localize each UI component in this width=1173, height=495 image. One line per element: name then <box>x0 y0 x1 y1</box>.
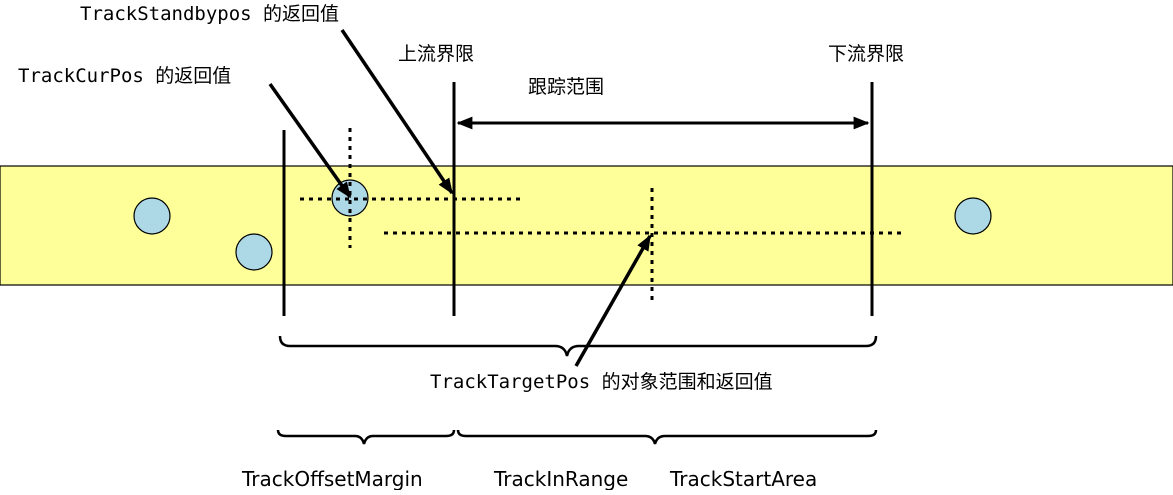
in-range-label: TrackInRange <box>493 467 628 490</box>
workpiece-object <box>133 197 171 235</box>
target-label: TrackTargetPos 的对象范围和返回值 <box>430 371 773 393</box>
tracking-range-label: 跟踪范围 <box>528 76 604 98</box>
target-arrow-icon <box>574 234 652 367</box>
current-pos-arrow-icon <box>268 82 352 199</box>
workpiece-object <box>235 233 273 271</box>
upper-limit-label: 上流界限 <box>398 43 474 65</box>
standby-arrow-icon <box>340 29 454 195</box>
in-range-brace-icon <box>456 429 878 445</box>
workpiece-object <box>954 197 992 235</box>
start-area-label: TrackStartArea <box>669 467 817 490</box>
target-range-brace-icon <box>278 335 878 357</box>
current-pos-label: TrackCurPos 的返回值 <box>18 65 231 87</box>
lower-limit-label: 下流界限 <box>828 43 904 65</box>
offset-margin-label: TrackOffsetMargin <box>241 467 423 490</box>
offset-margin-brace-icon <box>276 429 456 445</box>
standby-label: TrackStandbypos 的返回值 <box>80 3 339 25</box>
conveyor-belt <box>0 165 1173 286</box>
